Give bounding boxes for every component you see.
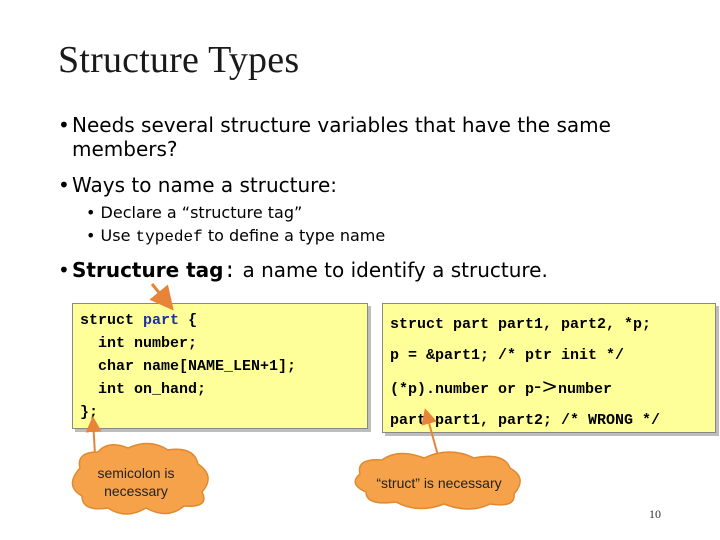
code-line: char name[NAME_LEN+1]; [98,358,297,375]
semicolon-callout-cloud [71,442,209,515]
usage-line-member: number [558,381,613,398]
struct-callout-cloud [354,451,521,510]
structure-tag-definition: a name to identify a structure. [236,258,548,282]
code-line: int on_hand; [98,381,207,398]
usage-line-pointer-init: p = &part1; /* ptr init */ [390,347,625,364]
struct-callout: “struct” is necessary [362,474,516,492]
sub-bullet-text: Declare a “structure tag” [100,203,303,222]
code-line: int number; [98,335,198,352]
usage-line-declare: struct part part1, part2, *p; [390,316,652,333]
structure-tag-term: Structure tag [72,258,224,282]
code-struct-tag: part [143,312,180,329]
struct-definition-code: struct part { int number; char name[NAME… [80,309,296,424]
bullet-dot-icon: • [58,173,70,197]
bullet-text-cont: members? [72,137,178,161]
slide-title: Structure Types [58,39,300,81]
structure-tag-colon: : [223,261,237,284]
bullet-structure-tag: •Structure tag: a name to identify a str… [58,258,548,285]
bullet-dot-icon: • [86,226,101,245]
callout-text: “struct” is necessary [376,475,502,491]
callout-text: necessary [104,483,168,499]
page-number: 10 [649,507,661,521]
callout-arrow-icon [149,283,174,311]
struct-usage-box [382,303,716,433]
sub-bullet-declare-tag: • Declare a “structure tag” [86,202,302,224]
bullet-text: Ways to name a structure: [72,173,337,197]
code-keyword-struct: struct [80,312,135,329]
sub-bullet-suffix: to define a type name [202,226,386,245]
sub-bullet-typedef: • Use typedef to define a type name [86,225,385,248]
code-brace-open: { [188,312,198,329]
usage-line-access: (*p).number or p [390,381,535,398]
bullet-ways-to-name: •Ways to name a structure: [58,173,337,197]
bullet-dot-icon: • [86,203,101,222]
bullet-dot-icon: • [58,113,70,137]
bullet-dot-icon: • [58,258,70,282]
struct-usage-code: struct part part1, part2, *p; p = &part1… [390,309,660,436]
struct-definition-box [72,303,368,429]
usage-line-wrong: part part1, part2; /* WRONG */ [390,412,661,429]
arrow-operator: -> [534,374,559,398]
bullet-text: Needs several structure variables that h… [72,113,611,137]
bullet-needs-variables: •Needs several structure variables that … [58,113,611,161]
sub-bullet-prefix: Use [100,226,136,245]
callout-text: semicolon is [97,465,175,481]
semicolon-callout: semicolon is necessary [86,464,186,500]
typedef-code: typedef [135,228,203,246]
